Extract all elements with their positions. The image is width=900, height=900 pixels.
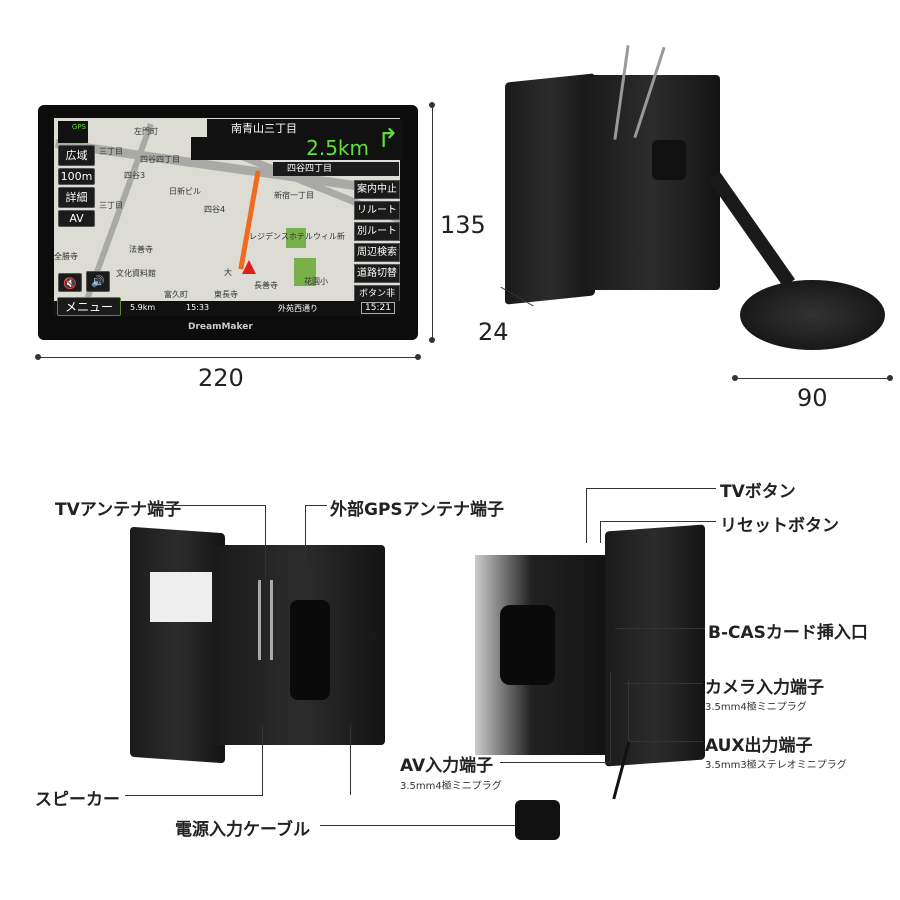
map-label: 日新ビル <box>169 187 201 196</box>
top-street-name: 南青山三丁目 <box>207 119 373 139</box>
power-cable-label: 電源入力ケーブル <box>175 820 310 840</box>
map-label: 全勝寺 <box>54 252 78 261</box>
camera-input-label: カメラ入力端子 <box>705 678 824 698</box>
mount-bracket <box>500 605 555 685</box>
map-label: レジデンスホテルウィル新 <box>249 232 345 241</box>
road-switch-button[interactable]: 道路切替 <box>354 264 400 283</box>
mute-icon[interactable]: 🔇 <box>58 273 82 292</box>
av-button[interactable]: AV <box>58 210 95 227</box>
scale-button[interactable]: 100m <box>58 168 95 185</box>
turn-right-arrow-icon: ↱ <box>373 119 403 160</box>
base-dimension-line <box>735 378 890 379</box>
clock: 15:21 <box>361 302 395 314</box>
stop-guidance-button[interactable]: 案内中止 <box>354 180 400 199</box>
suction-cup-base <box>740 280 885 350</box>
map-label: 新宿一丁目 <box>274 191 314 200</box>
device-side-view <box>505 73 595 305</box>
width-dimension: 220 <box>198 364 244 392</box>
map-label: 文化資料館 <box>116 269 156 278</box>
map-label: 四谷3 <box>124 171 146 180</box>
menu-button[interactable]: メニュー <box>57 297 121 316</box>
gps-antenna-label: 外部GPSアンテナ端子 <box>330 500 504 520</box>
eta: 15:33 <box>186 303 210 312</box>
volume-icon[interactable]: 🔊 <box>86 271 110 292</box>
detail-button[interactable]: 詳細 <box>58 187 95 208</box>
map-label: 左門町 <box>134 127 158 136</box>
navigation-device-front: 左門町 三丁目 四谷四丁目 四谷3 日新ビル 三丁目 四谷4 新宿一丁目 レジデ… <box>38 105 418 340</box>
av-input-label: AV入力端子 <box>400 756 494 776</box>
depth-dimension: 24 <box>478 318 509 346</box>
map-label: 四谷四丁目 <box>140 155 180 164</box>
tv-antenna-label: TVアンテナ端子 <box>55 500 182 520</box>
map-label: 長善寺 <box>254 281 278 290</box>
camera-input-spec: 3.5mm4極ミニプラグ <box>705 702 807 713</box>
av-input-spec: 3.5mm4極ミニプラグ <box>400 781 502 792</box>
speaker-label: スピーカー <box>35 790 120 810</box>
aux-output-spec: 3.5mm3極ステレオミニプラグ <box>705 760 847 771</box>
map-label: 大 <box>224 268 232 277</box>
map-label: 富久町 <box>164 290 188 299</box>
gps-indicator: GPS <box>58 121 88 143</box>
reset-button-label: リセットボタン <box>720 516 839 536</box>
mount-bracket <box>290 600 330 700</box>
map-label: 東長寺 <box>214 290 238 299</box>
power-connector <box>515 800 560 840</box>
remaining-distance: 5.9km <box>130 303 156 312</box>
current-road: 外苑西通り <box>278 304 318 313</box>
map-label: 四谷4 <box>204 205 226 214</box>
reroute-button[interactable]: リルート <box>354 201 400 220</box>
height-dimension-line <box>432 105 433 340</box>
alt-route-button[interactable]: 別ルート <box>354 222 400 241</box>
base-dimension: 90 <box>797 384 828 412</box>
mount-arm <box>652 140 686 180</box>
height-dimension: 135 <box>440 211 486 239</box>
width-dimension-line <box>38 357 418 358</box>
nearby-search-button[interactable]: 周辺検索 <box>354 243 400 262</box>
map-label: 三丁目 <box>99 147 123 156</box>
tv-button-label: TVボタン <box>720 482 796 502</box>
wide-area-button[interactable]: 広域 <box>58 145 95 166</box>
map-label: 法善寺 <box>129 245 153 254</box>
intersection-name: 四谷四丁目 <box>273 162 399 176</box>
bcas-slot-label: B-CASカード挿入口 <box>708 623 868 643</box>
warning-label <box>150 572 212 622</box>
device-back-view <box>585 75 720 290</box>
map-label: 三丁目 <box>99 201 123 210</box>
turn-distance: 2.5km <box>191 137 373 160</box>
map-label: 花園小 <box>304 277 328 286</box>
brand-logo: DreamMaker <box>188 322 253 332</box>
aux-output-label: AUX出力端子 <box>705 736 813 756</box>
device-rear-left <box>130 526 225 764</box>
device-side-right <box>605 524 705 767</box>
